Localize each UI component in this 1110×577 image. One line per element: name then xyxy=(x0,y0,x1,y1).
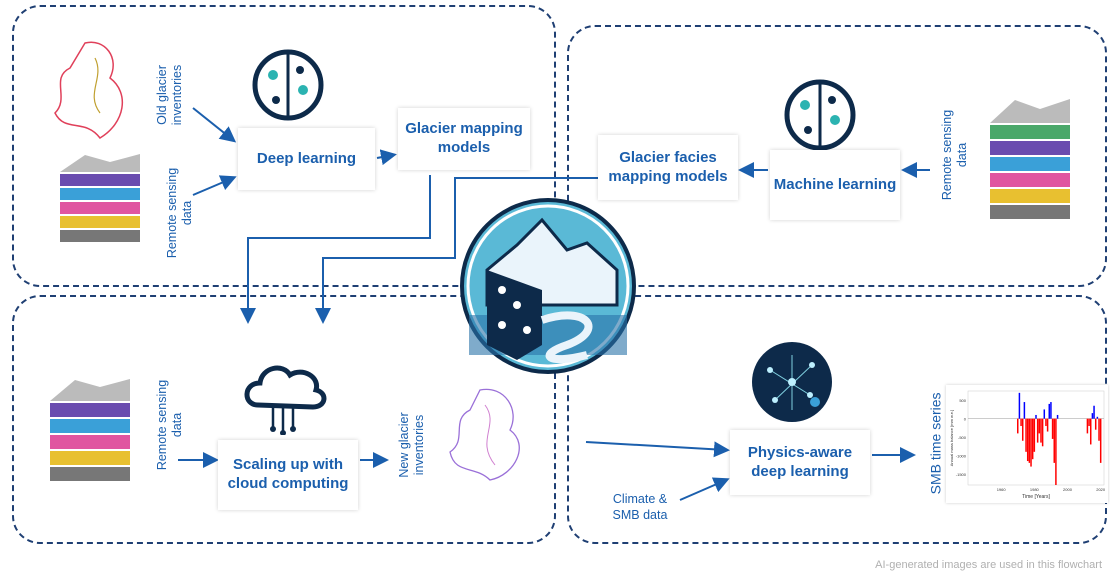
glacier-mapping-models-box: Glacier mapping models xyxy=(398,108,530,170)
y-tick-label: -500 xyxy=(958,435,967,440)
remote-sensing-layers-image xyxy=(60,154,140,242)
smb-bar xyxy=(1096,416,1099,419)
smb-bar xyxy=(1018,392,1021,419)
smb-bar xyxy=(1021,418,1024,441)
machine-learning-box: Machine learning xyxy=(770,150,900,220)
physics-network-icon xyxy=(752,342,832,422)
smb-bar xyxy=(1043,409,1046,419)
brain-circuit-icon xyxy=(784,79,856,151)
new-inventory-outline-image xyxy=(449,388,520,481)
smb-time-series-label: SMB time series xyxy=(927,392,944,495)
smb-bar xyxy=(1050,402,1052,419)
smb-bar xyxy=(1028,418,1031,463)
smb-bar xyxy=(1036,418,1039,443)
remote-sensing-layers-image xyxy=(50,379,130,481)
smb-bar xyxy=(1020,418,1022,427)
smb-bar xyxy=(1040,418,1042,443)
new-glacier-inventories-label: New glacier inventories xyxy=(397,412,426,478)
y-tick-label: -1500 xyxy=(956,472,967,477)
glacier-facies-mapping-models-box: Glacier facies mapping models xyxy=(598,135,738,200)
smb-bar xyxy=(1023,402,1026,419)
y-tick-label: 0 xyxy=(964,417,967,422)
smb-bar xyxy=(1033,418,1036,452)
smb-bar xyxy=(1091,413,1094,419)
smb-bar xyxy=(1086,418,1089,434)
smb-bar xyxy=(1046,418,1049,432)
smb-bar xyxy=(1055,418,1057,485)
remote-sensing-layers-image xyxy=(990,99,1070,219)
smb-bar xyxy=(1099,418,1102,463)
smb-bar xyxy=(1031,418,1034,460)
panel-glacier-mapping xyxy=(12,5,556,287)
smb-bar xyxy=(1094,418,1097,430)
cloud-circuit-icon xyxy=(244,365,327,435)
brain-circuit-icon xyxy=(252,49,324,121)
smb-bar xyxy=(1053,418,1055,463)
remote-sensing-data-label: Remote sensing data xyxy=(940,109,969,201)
smb-bar xyxy=(1088,418,1090,427)
x-tick-label: 2020 xyxy=(1096,487,1106,492)
smb-bar xyxy=(1089,418,1092,445)
chart-frame xyxy=(967,390,1105,486)
smb-bar xyxy=(1098,418,1100,441)
smb-bar xyxy=(1056,414,1059,419)
remote-sensing-data-label: Remote sensing data xyxy=(165,167,194,259)
smb-bar xyxy=(1025,418,1027,452)
smb-bar xyxy=(1045,418,1047,427)
smb-bar xyxy=(1048,403,1051,419)
scaling-up-cloud-computing-box: Scaling up with cloud computing xyxy=(218,440,358,510)
smb-bar xyxy=(1017,418,1019,434)
x-tick-label: 1960 xyxy=(997,487,1007,492)
remote-sensing-data-label: Remote sensing data xyxy=(155,379,184,471)
y-tick-label: 500 xyxy=(959,398,966,403)
smb-bar xyxy=(1093,405,1095,419)
x-axis-label: Time [Years] xyxy=(1022,494,1050,500)
y-tick-label: -1000 xyxy=(956,454,967,459)
panel-facies-mapping xyxy=(567,25,1107,287)
x-tick-label: 1980 xyxy=(1030,487,1040,492)
old-inventory-outline-image xyxy=(54,41,124,139)
physics-aware-deep-learning-box: Physics-aware deep learning xyxy=(730,430,870,495)
y-axis-label: Annual mass balance [mm w.e.] xyxy=(949,410,954,466)
smb-bar xyxy=(1051,418,1054,439)
smb-bar xyxy=(1030,418,1032,467)
climate-smb-data-label: Climate & SMB data xyxy=(612,492,668,522)
smb-bar xyxy=(1035,414,1037,419)
ai-generated-footnote: AI-generated images are used in this flo… xyxy=(875,559,1102,571)
smb-bar xyxy=(1026,418,1029,462)
old-glacier-inventories-label: Old glacier inventories xyxy=(155,64,184,126)
smb-bar xyxy=(1041,418,1044,447)
panel-cloud-scaling xyxy=(12,295,556,544)
glacier-ai-logo xyxy=(460,198,636,374)
x-tick-label: 2000 xyxy=(1063,487,1073,492)
smb-bar xyxy=(1038,418,1041,434)
deep-learning-box: Deep learning xyxy=(238,128,375,190)
